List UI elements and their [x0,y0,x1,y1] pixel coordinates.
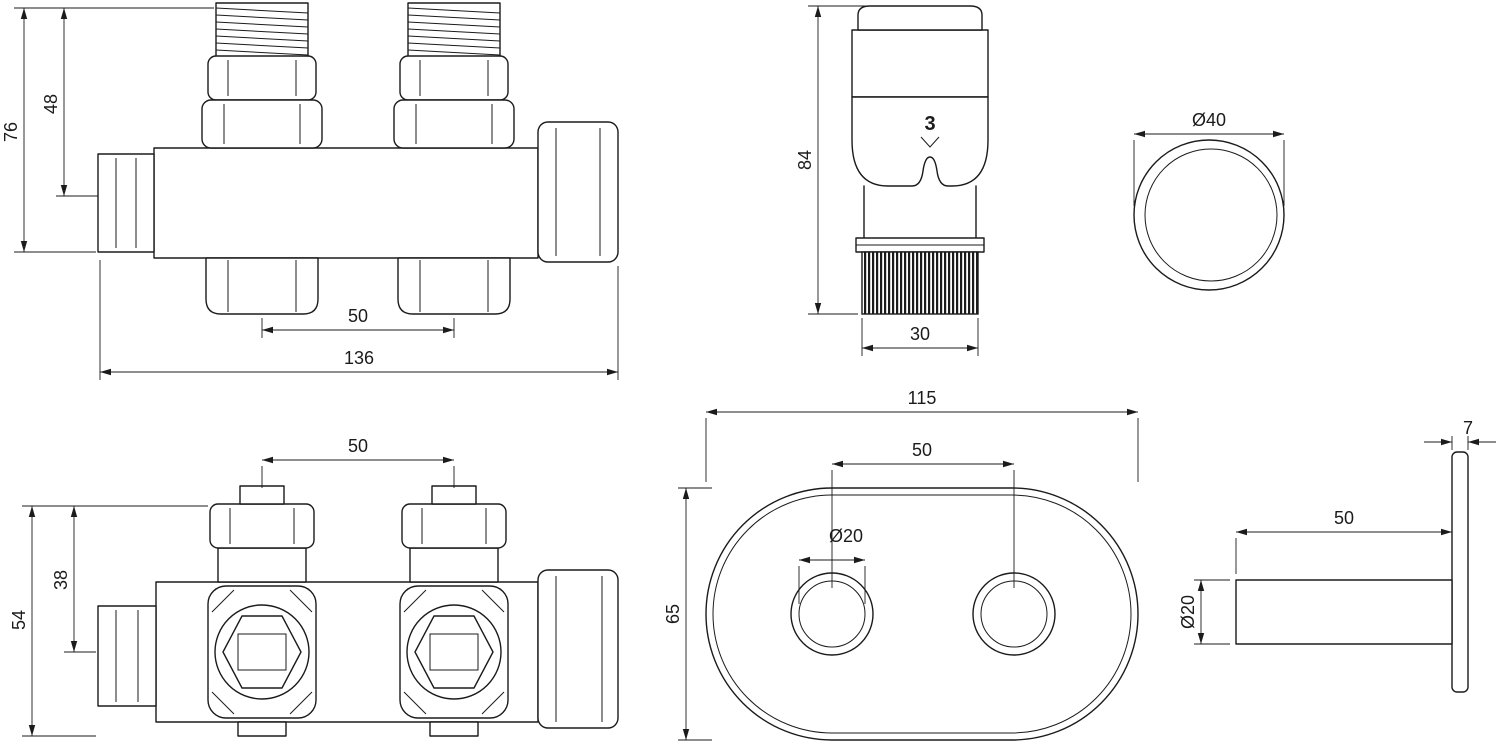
ring-dimensions: Ø40 [1133,110,1285,206]
valve2-top-tail-right [401,485,507,583]
plate-side-dimensions: 7 50 Ø20 [1178,418,1496,645]
dim-valve2-height-total: 54 [9,610,29,630]
head-indicator-chevron-icon [920,136,940,148]
head-upper-body [851,29,989,98]
sleeve-profile [1235,579,1453,645]
dim-valve-height-total: 76 [1,122,21,142]
valve-left-hex [97,153,155,253]
head-setting-number: 3 [924,113,935,135]
head-dimensions: 84 30 [795,5,979,356]
valve-front-dimensions: 50 54 38 [9,436,455,737]
ring-outer-circle [1133,139,1285,291]
dim-ring-diameter: Ø40 [1192,110,1226,130]
thread-hatch [407,7,501,56]
valve-bottom-nut-left [205,257,319,315]
valve2-top-tail-left [209,485,315,583]
dim-sleeve-length: 50 [1334,508,1354,528]
oval-plate-drawing: 115 50 Ø20 65 [663,388,1139,741]
valve2-foot-right [429,721,479,737]
dim-plate-hole-diameter: Ø20 [829,526,863,546]
dim-valve-length-total: 136 [344,348,374,368]
valve2-right-nut [537,569,619,729]
head-knurled-ring [861,251,979,315]
head-cap [857,5,983,31]
plate-dimensions: 115 50 Ø20 65 [663,388,1139,741]
head-neck [863,185,977,239]
head-skirt [851,96,989,187]
valve2-foot-left [237,721,287,737]
dim-head-base-width: 30 [910,324,930,344]
valve2-left-hex [97,605,157,707]
valve-side-dimensions: 76 48 50 136 [1,7,619,380]
dim-valve2-height-axis: 38 [51,570,71,590]
dim-head-height: 84 [795,150,815,170]
dim-plate-length: 115 [908,388,937,408]
dim-valve-port-spacing: 50 [348,306,368,326]
valve-bottom-nut-right [397,257,511,315]
plate-side-profile [1451,451,1469,693]
dim-plate-height: 65 [663,604,683,624]
valve2-union-nut-right [399,585,509,719]
dim-plate-hole-spacing: 50 [912,440,932,460]
valve-top-tail-right [393,2,515,149]
valve-front-view-drawing: 50 54 38 [9,436,619,737]
dim-valve2-port-spacing: 50 [348,436,368,456]
valve-right-nut [537,121,619,263]
plate-inner-outline [712,494,1132,734]
valve2-union-nut-left [207,585,317,719]
plate-side-view-drawing: 7 50 Ø20 [1178,418,1496,693]
dim-plate-thickness: 7 [1463,418,1473,438]
thermostatic-head-drawing: 3 84 30 [795,5,989,356]
plate-outer-outline [705,487,1139,741]
dim-sleeve-diameter: Ø20 [1178,595,1198,629]
thread-hatch [215,7,309,56]
valve-top-tail-left [201,2,323,149]
valve-body [153,147,539,259]
ring-inner-circle [1144,148,1278,282]
ring-drawing: Ø40 [1133,110,1285,291]
valve-side-view-drawing: 76 48 50 136 [1,2,619,380]
dim-valve-height-upper: 48 [41,94,61,114]
